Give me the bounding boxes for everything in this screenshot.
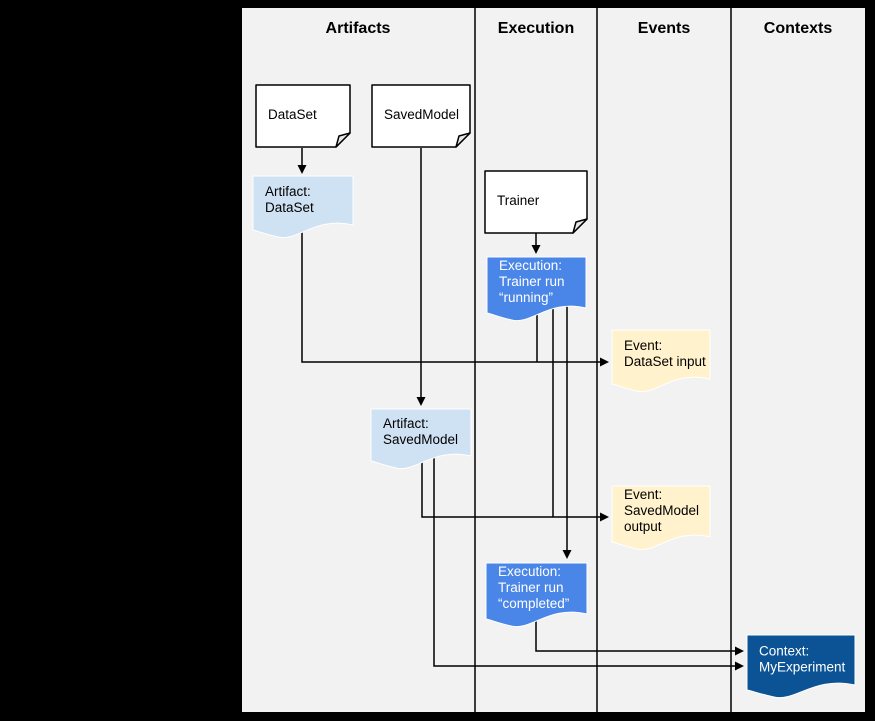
document-shape <box>370 408 472 470</box>
node-label-line: Execution: <box>499 258 562 273</box>
arrowhead-icon <box>735 661 744 671</box>
column-header-execution: Execution <box>498 20 574 37</box>
node-label-line: Execution: <box>498 564 561 579</box>
node-context-myexperiment: Context:MyExperiment <box>746 634 856 699</box>
node-label-line: SavedModel <box>383 432 458 447</box>
edge-artifact-dataset-to-event-input <box>301 218 603 363</box>
node-label: SavedModel <box>384 107 459 122</box>
node-label-line: “running” <box>499 290 553 305</box>
node-label-line: output <box>624 519 662 534</box>
node-artifact-savedmodel: Artifact:SavedModel <box>370 408 472 470</box>
node-label: Trainer <box>497 193 540 208</box>
document-shape <box>746 634 856 699</box>
node-artifact-dataset: Artifact:DataSet <box>252 175 354 239</box>
arrowhead-icon <box>297 165 307 174</box>
edge-execution-completed-to-context <box>535 614 738 652</box>
column-header-events: Events <box>638 20 691 37</box>
node-savedmodel: SavedModel <box>371 84 471 148</box>
folded-corner-icon <box>455 132 471 148</box>
document-shape <box>486 256 587 322</box>
folded-corner-icon <box>572 218 588 234</box>
node-label-line: “completed” <box>498 596 569 611</box>
arrowhead-icon <box>600 512 609 522</box>
document-shape <box>252 175 354 239</box>
node-label-line: DataSet input <box>624 354 706 369</box>
edge-artifact-savedmodel-to-event-output <box>421 456 603 518</box>
node-execution-completed: Execution:Trainer run“completed” <box>485 562 588 628</box>
node-execution-running: Execution:Trainer run“running” <box>486 256 587 322</box>
arrowhead-icon <box>600 357 609 367</box>
node-label: DataSet <box>268 107 317 122</box>
arrowhead-icon <box>416 397 426 406</box>
edge-artifact-savedmodel-to-context <box>433 456 738 667</box>
node-label-line: Event: <box>624 338 662 353</box>
arrowhead-icon <box>531 245 541 254</box>
arrowhead-icon <box>735 646 744 656</box>
node-event-dataset-input: Event:DataSet input <box>611 329 711 393</box>
node-label-line: SavedModel <box>624 503 699 518</box>
node-dataset: DataSet <box>255 84 351 148</box>
node-trainer: Trainer <box>484 170 588 234</box>
node-label-line: Trainer run <box>499 274 565 289</box>
document-shape <box>485 562 588 628</box>
document-shape <box>611 485 711 551</box>
node-label-line: Trainer run <box>498 580 564 595</box>
node-label-line: Artifact: <box>383 416 429 431</box>
node-label-line: DataSet <box>265 200 314 215</box>
arrowhead-icon <box>562 550 572 559</box>
node-label-line: MyExperiment <box>759 660 846 675</box>
column-header-contexts: Contexts <box>764 20 833 37</box>
node-label-line: Artifact: <box>265 184 311 199</box>
column-header-artifacts: Artifacts <box>326 20 391 37</box>
folded-corner-icon <box>335 132 351 148</box>
document-shape <box>611 329 711 393</box>
node-label-line: Context: <box>759 644 809 659</box>
node-label-line: Event: <box>624 487 662 502</box>
